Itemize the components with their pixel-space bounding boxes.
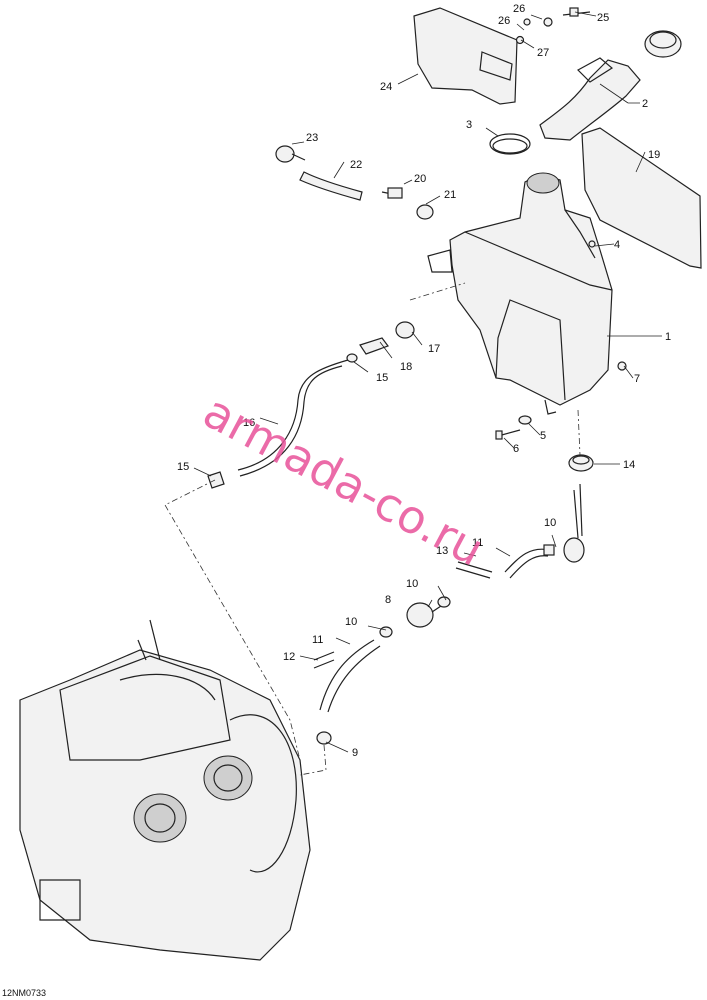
callout-13: 13	[436, 545, 448, 557]
callout-14: 14	[623, 459, 635, 471]
callout-16: 16	[243, 417, 255, 429]
leader-lines	[193, 11, 662, 753]
callout-26b: 26	[498, 15, 510, 27]
callout-23: 23	[306, 132, 318, 144]
callout-1: 1	[665, 331, 671, 343]
watermark-text: armada-co.ru	[195, 384, 493, 577]
bolt-washer-parts-5-6	[495, 415, 532, 440]
callout-12: 12	[283, 651, 295, 663]
callout-22: 22	[350, 159, 362, 171]
foam-pad-part-19	[581, 127, 702, 269]
heat-shield-part-24	[413, 7, 518, 105]
callout-25: 25	[597, 12, 609, 24]
callout-3: 3	[466, 119, 472, 131]
callout-11a: 11	[472, 537, 483, 549]
callout-10b: 10	[406, 578, 418, 590]
fasteners-parts-25-27	[515, 7, 591, 45]
callout-9: 9	[352, 747, 358, 759]
oil-line-part-16	[207, 353, 358, 489]
callout-10c: 10	[345, 616, 357, 628]
pump-line-parts-8-13	[313, 537, 585, 745]
callout-15b: 15	[177, 461, 189, 473]
callout-27: 27	[537, 47, 549, 59]
oil-tank-part-1	[427, 172, 627, 415]
clamp-part-3	[489, 133, 531, 155]
filler-neck-part-2	[539, 30, 682, 141]
callout-7: 7	[634, 373, 640, 385]
callout-21: 21	[444, 189, 456, 201]
figure-code: 12NM0733	[2, 988, 46, 998]
routing-lines	[164, 282, 581, 776]
vent-line-parts-20-23	[275, 145, 434, 220]
callout-19: 19	[648, 149, 660, 161]
callout-11b: 11	[312, 634, 323, 646]
fitting-parts-17-18	[359, 321, 415, 355]
callout-18: 18	[400, 361, 412, 373]
callout-5: 5	[540, 430, 546, 442]
callout-15a: 15	[376, 372, 388, 384]
callout-26a: 26	[513, 3, 525, 15]
callout-6: 6	[513, 443, 519, 455]
grommet-part-14	[568, 454, 594, 539]
callout-24: 24	[380, 81, 392, 93]
callout-labels: 1 2 3 4 5 6 7 8 9 10 10 10 11 11 12 13 1…	[177, 3, 671, 759]
callout-8: 8	[385, 594, 391, 606]
callout-2: 2	[642, 98, 648, 110]
callout-17: 17	[428, 343, 440, 355]
callout-4: 4	[614, 239, 620, 251]
callout-20: 20	[414, 173, 426, 185]
callout-10a: 10	[544, 517, 556, 529]
engine-assembly	[19, 619, 311, 961]
